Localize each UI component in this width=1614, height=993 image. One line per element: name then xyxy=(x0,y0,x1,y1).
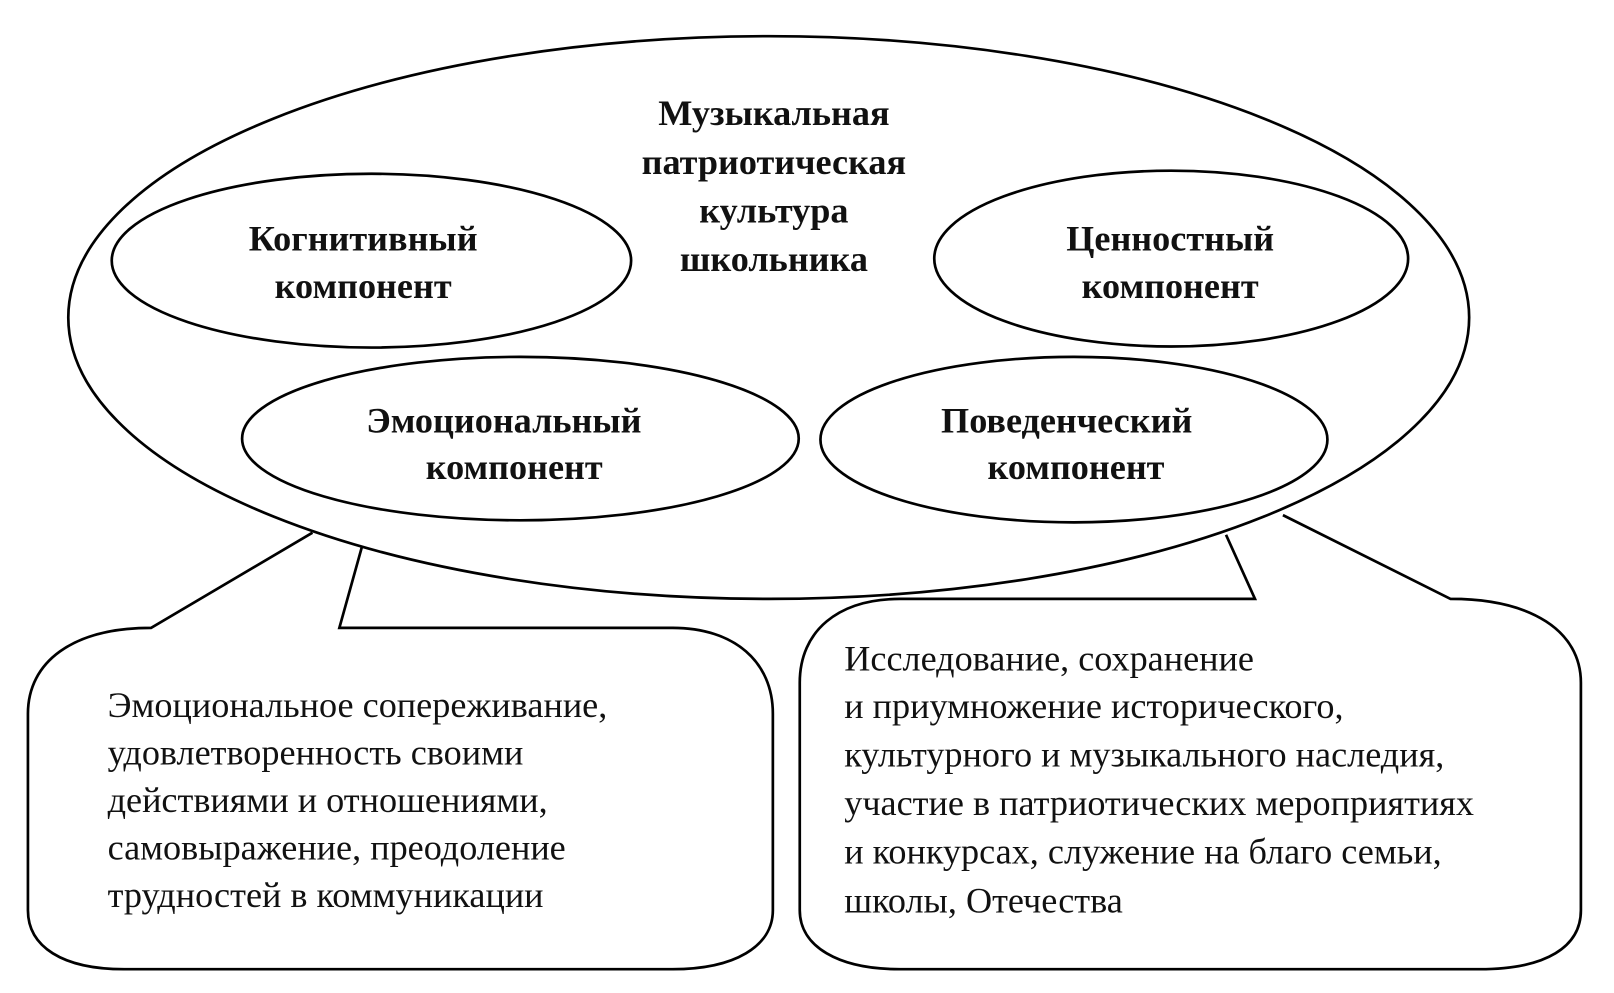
behavioral-label: Поведенческий xyxy=(941,400,1192,440)
left-callout-line: трудностей в коммуникации xyxy=(108,875,544,915)
left-callout xyxy=(26,531,775,971)
right-callout-line: школы, Отечества xyxy=(844,880,1123,920)
left-callout-line: удовлетворенность своими xyxy=(108,732,524,772)
value-label: Ценностный xyxy=(1066,218,1274,258)
value-label: компонент xyxy=(1082,266,1259,306)
center-title-line: культура xyxy=(699,190,848,230)
right-callout-line: участие в патриотических мероприятиях xyxy=(844,783,1474,823)
emotional-ellipse xyxy=(240,355,801,522)
right-callout-line: и конкурсах, служение на благо семьи, xyxy=(844,832,1441,872)
right-callout xyxy=(798,513,1583,971)
left-callout-line: самовыражение, преодоление xyxy=(108,828,566,868)
center-title-line: Музыкальная xyxy=(658,93,889,133)
cognitive-label: компонент xyxy=(275,266,452,306)
right-callout-line: культурного и музыкального наследия, xyxy=(844,734,1444,774)
emotional-label: компонент xyxy=(426,447,603,487)
right-callout-line: и приумножение исторического, xyxy=(844,686,1343,726)
left-callout-line: Эмоциональное сопереживание, xyxy=(108,685,608,725)
behavioral-ellipse xyxy=(819,355,1329,524)
value-ellipse xyxy=(932,169,1410,348)
center-title-line: школьника xyxy=(680,239,868,279)
cognitive-label: Когнитивный xyxy=(249,218,478,258)
behavioral-label: компонент xyxy=(988,447,1165,487)
emotional-label: Эмоциональный xyxy=(366,400,641,440)
right-callout-line: Исследование, сохранение xyxy=(844,638,1254,678)
outer-ellipse xyxy=(66,34,1471,601)
left-callout-line: действиями и отношениями, xyxy=(108,780,548,820)
center-title-line: патриотическая xyxy=(642,142,906,182)
cognitive-ellipse xyxy=(110,172,633,349)
